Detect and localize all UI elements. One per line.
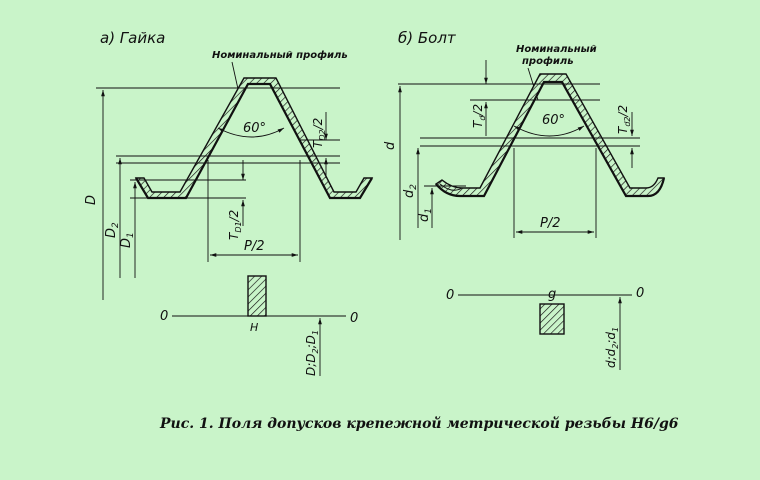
bolt-title: б) Болт <box>398 29 457 47</box>
bolt-nominal-profile-label-2: профиль <box>522 55 574 67</box>
bolt-d2-label: d2 <box>402 184 419 198</box>
nut-zero-right: 0 <box>350 311 358 326</box>
svg-text:d;d2;d1: d;d2;d1 <box>604 327 620 368</box>
nut-td1-label: TD1/2 <box>227 210 243 240</box>
nut-zero-left: 0 <box>160 309 168 324</box>
nut-title: а) Гайка <box>100 29 165 47</box>
nut-field-label: H <box>250 321 258 334</box>
bolt-profile-hatched-zone <box>434 73 665 197</box>
bolt-tolerance-field-g <box>539 303 565 335</box>
bolt-nominal-profile <box>435 80 666 198</box>
nut-diagram: а) Гайка Номинальный профиль 60° D D2 D1 <box>84 29 374 376</box>
bolt-diagram: б) Болт Номинальный профиль 60° d d2 d1 <box>383 29 666 370</box>
bolt-angle-arc <box>513 125 585 137</box>
svg-text:D2: D2 <box>104 222 121 238</box>
svg-text:TD1/2: TD1/2 <box>227 210 243 240</box>
nut-D-label: D <box>84 195 99 205</box>
bolt-d1-label: d1 <box>417 208 434 222</box>
bolt-td-label: Td/2 <box>471 104 487 128</box>
nut-axis-label: D;D2;D1 <box>304 330 320 376</box>
svg-text:TD2/2: TD2/2 <box>311 118 327 148</box>
nut-nominal-profile <box>135 82 373 200</box>
bolt-pitch-label: P/2 <box>540 216 561 231</box>
svg-text:Td2/2: Td2/2 <box>616 105 632 134</box>
figure-caption: Рис. 1. Поля допусков крепежной метричес… <box>159 415 679 432</box>
nut-tolerance-field-H <box>247 275 267 317</box>
nut-td2-label: TD2/2 <box>311 118 327 148</box>
bolt-nominal-profile-label-1: Номинальный <box>516 44 597 55</box>
bolt-d-label: d <box>383 141 398 150</box>
nut-angle-label: 60° <box>243 121 266 136</box>
nut-flank-line <box>185 83 249 199</box>
nut-D1-label: D1 <box>119 232 136 248</box>
nut-D2-label: D2 <box>104 222 121 238</box>
bolt-zero-left: 0 <box>446 288 454 303</box>
bolt-axis-label: d;d2;d1 <box>604 327 620 368</box>
bolt-angle-label: 60° <box>542 113 565 128</box>
svg-text:D1: D1 <box>119 232 136 248</box>
nut-pitch-label: P/2 <box>244 239 265 254</box>
bolt-td2-label: Td2/2 <box>616 105 632 134</box>
svg-text:d2: d2 <box>402 184 419 198</box>
svg-text:Td/2: Td/2 <box>471 104 487 128</box>
svg-text:d1: d1 <box>417 208 434 222</box>
bolt-field-label: g <box>548 287 556 302</box>
svg-text:D;D2;D1: D;D2;D1 <box>304 330 320 376</box>
nut-angle-arc <box>217 127 285 138</box>
nut-nominal-profile-label: Номинальный профиль <box>212 49 348 61</box>
bolt-zero-right: 0 <box>636 286 644 301</box>
